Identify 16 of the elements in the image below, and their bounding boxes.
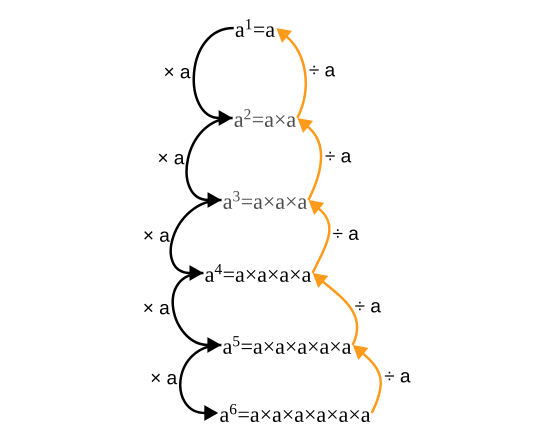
formula: a$^{3}$=a×a×a [224,191,307,209]
edge-label: × a [144,231,170,242]
edge-label: × a [158,154,184,164]
formula: a$^{5}$=a×a×a×a×a [223,336,352,354]
edge-label: ÷ a [355,302,381,312]
formula: a$^{4}$=a×a×a×a [205,264,312,282]
edge-label: × a [144,304,170,314]
edge-label: ÷ a [309,66,336,76]
formula: a$^{2}$=a×a [234,109,296,127]
edge-label: ÷ a [384,372,410,382]
formula: a$^{6}$=a×a×a×a×a×a [220,404,370,422]
formula: a$^{1}$=a [236,19,275,37]
edge-label: × a [152,374,178,384]
edge-label: ÷ a [326,152,352,162]
edge-label: ÷ a [333,229,359,240]
edge-label: × a [164,68,190,78]
